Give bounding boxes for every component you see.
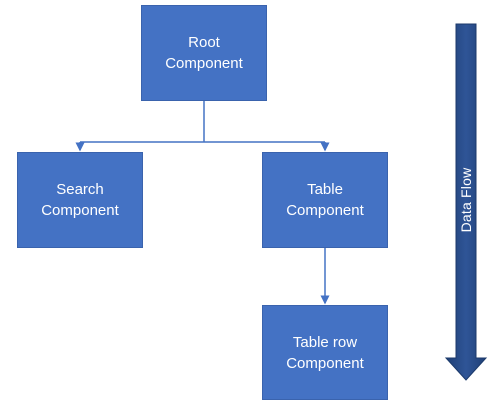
search-component-line-2: Component	[41, 202, 119, 219]
root-component-node: Root Component	[141, 5, 267, 101]
search-component-line-1: Search	[56, 181, 104, 198]
data-flow-arrow	[444, 23, 488, 381]
table-row-component-line-2: Component	[286, 354, 364, 372]
root-component-line-1: Root	[188, 34, 220, 51]
root-component-line-2: Component	[165, 55, 243, 72]
table-component-line-1: Table	[307, 181, 343, 198]
table-row-component-node: Table row Component	[262, 305, 388, 400]
table-component-line-2: Component	[286, 202, 364, 219]
data-flow-label: Data Flow	[458, 167, 474, 233]
table-row-component-line-1: Table row	[292, 333, 358, 351]
table-component-node: Table Component	[262, 152, 388, 248]
search-component-node: Search Component	[17, 152, 143, 248]
